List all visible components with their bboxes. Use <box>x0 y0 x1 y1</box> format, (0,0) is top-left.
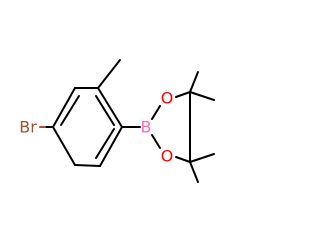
methyl-bond-bottom-2 <box>189 161 199 183</box>
methyl-bond <box>97 59 121 89</box>
methyl-bond-top-2 <box>189 91 215 101</box>
boron-oxygen-top-bond <box>151 105 161 120</box>
oxygen-top-label: O <box>161 89 174 108</box>
oxygen-bottom-label: O <box>161 147 174 166</box>
ring-bond-3 <box>74 164 101 167</box>
boron-label: B <box>141 118 152 137</box>
ring-bond-1-inner <box>95 95 115 126</box>
methyl-bond-top-1 <box>189 71 199 93</box>
ring-bond-5-inner <box>60 95 80 126</box>
molecule-structure: Br B O O <box>19 59 215 183</box>
oxygen-top-carbon-bond <box>175 91 191 98</box>
oxygen-bottom-carbon-bond <box>175 156 191 163</box>
structure-drawing: Br B O O <box>19 59 215 183</box>
dioxaborolane-ring <box>151 91 191 163</box>
ring-bond-2-inner <box>95 128 115 159</box>
methyl-bond-bottom-1 <box>189 153 215 163</box>
boron-oxygen-bottom-bond <box>151 134 161 149</box>
ring-bond-5 <box>52 87 76 128</box>
ring-bond-1 <box>97 87 123 128</box>
benzene-ring <box>52 87 123 167</box>
ring-bond-2 <box>99 126 123 167</box>
bromine-label: Br <box>19 118 37 137</box>
ring-bond-4 <box>52 126 76 166</box>
